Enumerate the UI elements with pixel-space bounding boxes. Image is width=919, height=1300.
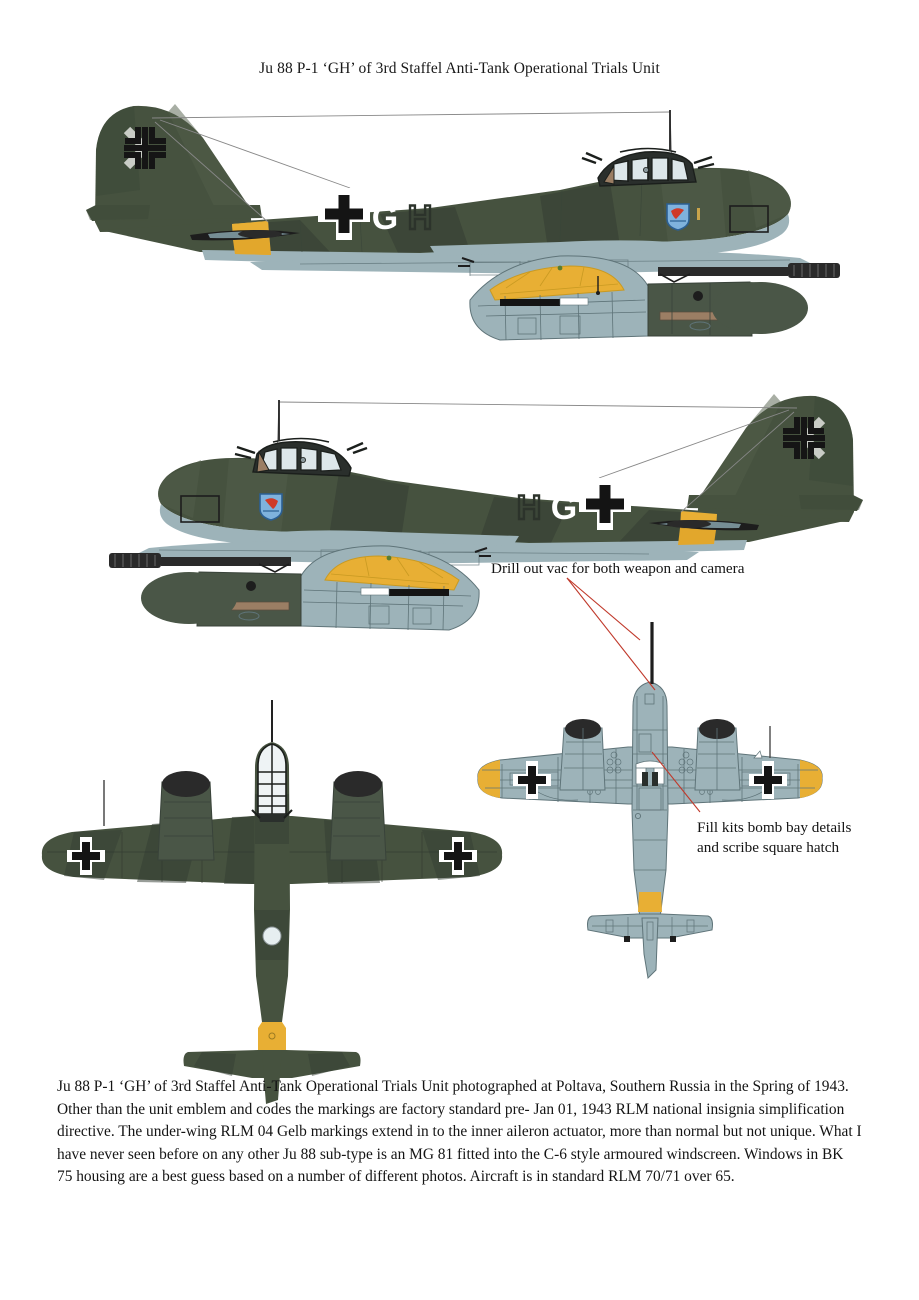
view-side-starboard: G H (109, 394, 863, 631)
leader-lines (566, 577, 701, 813)
annotation-bomb-bay: Fill kits bomb bay details and scribe sq… (697, 819, 852, 856)
svg-text:G: G (372, 199, 398, 237)
caption-text: Ju 88 P-1 ‘GH’ of 3rd Staffel Anti-Tank … (57, 1078, 862, 1186)
svg-text:H: H (517, 489, 542, 527)
svg-text:H: H (408, 199, 433, 237)
view-plan-lower (477, 622, 823, 980)
view-plan-upper (41, 700, 503, 1104)
unit-emblem (666, 203, 690, 231)
annotation-weapon-camera: Drill out vac for both weapon and camera (491, 560, 745, 577)
tail-marking (124, 127, 166, 169)
page-title: Ju 88 P-1 ‘GH’ of 3rd Staffel Anti-Tank … (259, 60, 660, 77)
svg-text:G: G (551, 489, 577, 527)
view-side-port: G H (86, 104, 840, 341)
